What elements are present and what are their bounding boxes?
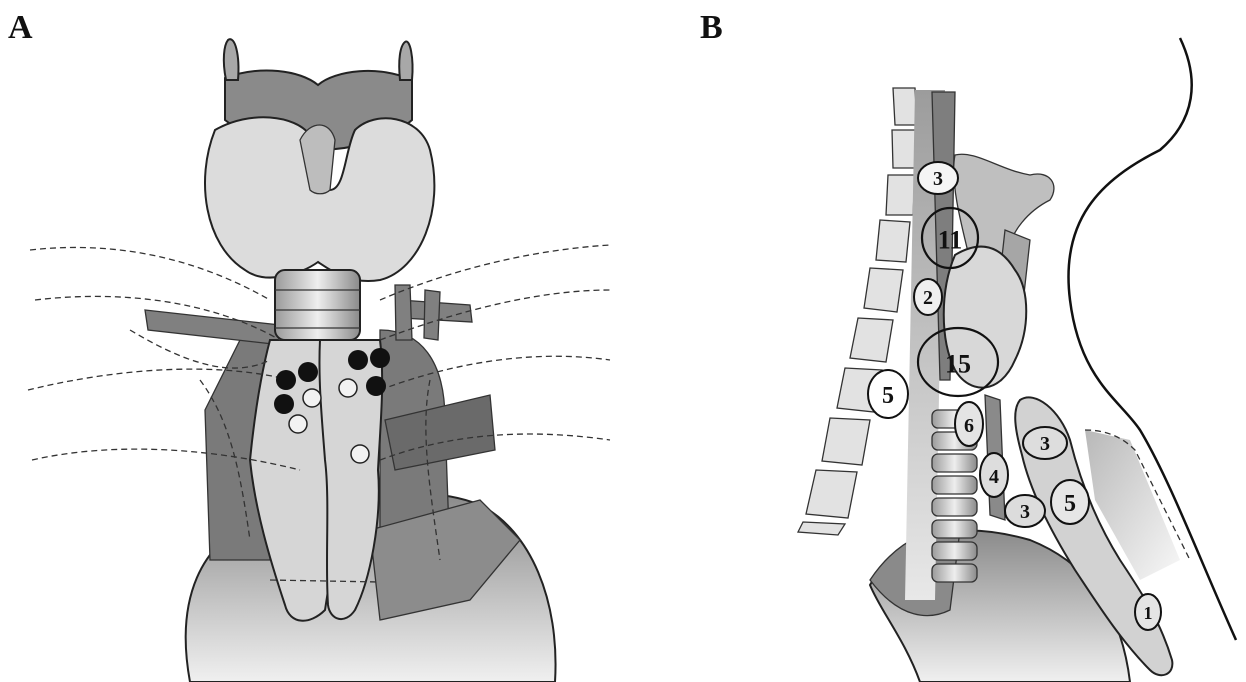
count-marker: 5 xyxy=(1051,480,1089,524)
brachiocephalic-vessel xyxy=(145,310,282,345)
filled-dot xyxy=(366,376,386,396)
count-label: 5 xyxy=(882,383,894,409)
filled-dot xyxy=(274,394,294,414)
count-marker: 5 xyxy=(868,370,908,418)
count-label: 1 xyxy=(1144,603,1153,623)
filled-dot xyxy=(276,370,296,390)
count-marker: 2 xyxy=(914,279,942,315)
count-marker: 6 xyxy=(955,402,983,446)
open-dot xyxy=(339,379,357,397)
filled-dot xyxy=(348,350,368,370)
open-dot xyxy=(303,389,321,407)
count-marker: 3 xyxy=(1023,427,1067,459)
count-label: 6 xyxy=(964,415,974,437)
panel-b: B xyxy=(700,9,1236,682)
count-label: 5 xyxy=(1064,491,1076,517)
count-marker: 4 xyxy=(980,453,1008,497)
trachea xyxy=(275,270,360,340)
panel-b-letter: B xyxy=(700,9,723,46)
panel-a-letter: A xyxy=(8,9,33,46)
panel-a: A xyxy=(8,9,610,682)
superior-horn-left xyxy=(224,39,239,80)
count-marker: 3 xyxy=(1005,495,1045,527)
open-dot xyxy=(351,445,369,463)
count-label: 15 xyxy=(945,350,971,379)
count-marker: 3 xyxy=(918,162,958,194)
right-upper-vessel xyxy=(424,290,440,340)
superior-horn-right xyxy=(399,41,412,80)
open-dot xyxy=(289,415,307,433)
count-label: 11 xyxy=(938,226,963,255)
count-label: 3 xyxy=(1020,501,1030,523)
count-label: 2 xyxy=(923,287,933,309)
count-marker: 1 xyxy=(1135,594,1161,630)
filled-dot xyxy=(370,348,390,368)
count-label: 3 xyxy=(933,168,943,190)
filled-dot xyxy=(298,362,318,382)
vertebral-column xyxy=(798,88,917,535)
count-label: 4 xyxy=(989,466,999,488)
count-label: 3 xyxy=(1040,433,1050,455)
